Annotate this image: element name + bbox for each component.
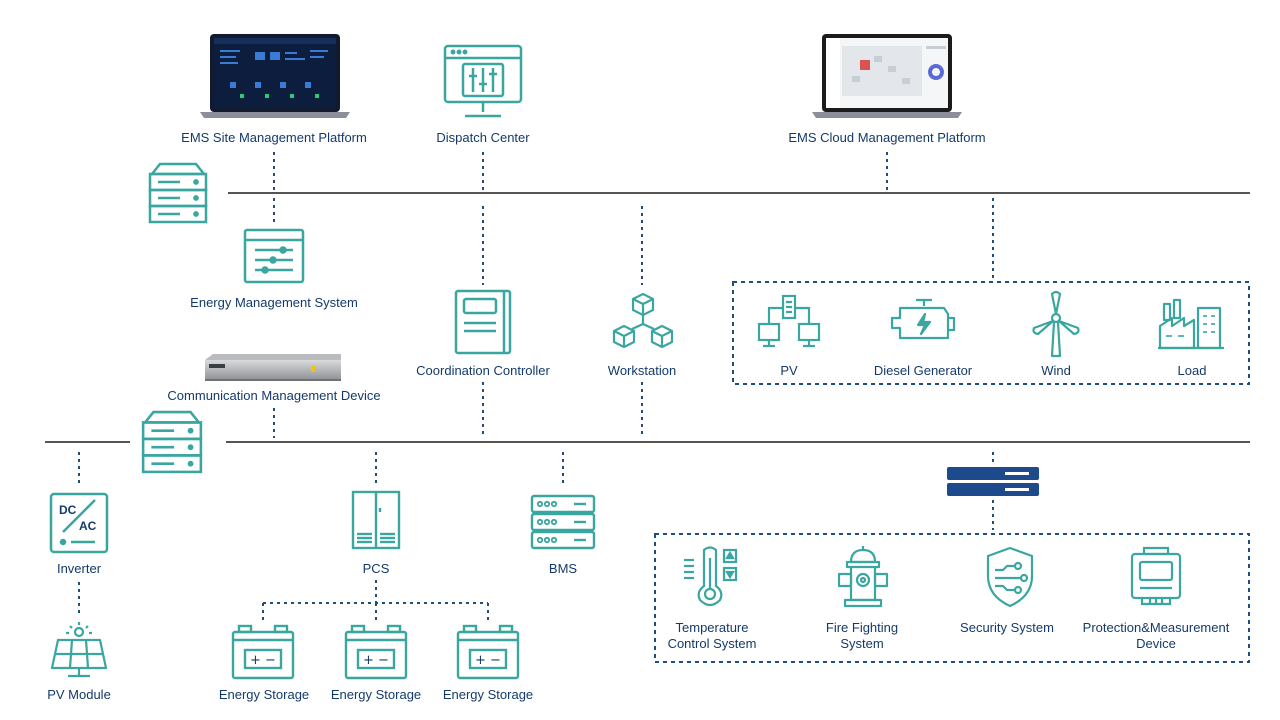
wind-turbine-icon[interactable] — [1028, 290, 1084, 358]
label-load: Load — [1177, 363, 1207, 378]
inverter-icon[interactable]: DC AC — [49, 492, 109, 554]
label-pcs: PCS — [362, 561, 390, 576]
label-energy-storage-3: Energy Storage — [442, 687, 534, 702]
temperature-control-icon[interactable] — [684, 546, 740, 608]
workstation-icon[interactable] — [612, 292, 674, 352]
label-energy-storage-1: Energy Storage — [218, 687, 310, 702]
label-protection-line1: Protection&Measurement — [1082, 620, 1230, 635]
auxiliary-frame — [654, 533, 1250, 663]
label-dispatch-center: Dispatch Center — [436, 130, 530, 145]
label-fire-line2: System — [840, 636, 884, 651]
label-energy-storage-2: Energy Storage — [330, 687, 422, 702]
server-icon — [139, 410, 205, 474]
network-switch-icon — [947, 467, 1039, 497]
pcs-cabinet-icon[interactable] — [351, 490, 401, 550]
label-security-system: Security System — [960, 620, 1054, 635]
server-icon — [146, 162, 210, 224]
label-diesel-generator: Diesel Generator — [873, 363, 973, 378]
label-communication-management-device: Communication Management Device — [167, 388, 381, 403]
security-shield-icon[interactable] — [985, 546, 1035, 608]
battery-sign-text: + − — [475, 653, 501, 668]
label-energy-management-system: Energy Management System — [190, 295, 358, 310]
label-temperature-line1: Temperature — [675, 620, 749, 635]
energy-storage-battery-icon[interactable]: + − — [231, 624, 295, 680]
inverter-dc-text: DC — [59, 503, 77, 517]
label-ems-cloud-platform: EMS Cloud Management Platform — [788, 130, 986, 145]
label-protection-line2: Device — [1136, 636, 1176, 651]
battery-sign-text: + − — [250, 653, 276, 668]
ems-site-laptop[interactable] — [200, 32, 350, 122]
pv-source-icon[interactable] — [755, 294, 823, 352]
protection-measurement-device-icon[interactable] — [1130, 546, 1182, 608]
dispatch-center-icon[interactable] — [443, 44, 523, 120]
label-pv: PV — [780, 363, 798, 378]
load-factory-icon[interactable] — [1158, 296, 1224, 350]
energy-storage-battery-icon[interactable]: + − — [456, 624, 520, 680]
label-ems-site-platform: EMS Site Management Platform — [181, 130, 367, 145]
ems-cloud-laptop[interactable] — [812, 32, 962, 122]
label-wind: Wind — [1041, 363, 1071, 378]
label-temperature-line2: Control System — [667, 636, 757, 651]
label-pv-module: PV Module — [47, 687, 111, 702]
pv-module-icon[interactable] — [48, 622, 110, 678]
diesel-generator-icon[interactable] — [888, 298, 958, 346]
label-workstation: Workstation — [607, 363, 677, 378]
label-coordination-controller: Coordination Controller — [416, 363, 550, 378]
label-fire-line1: Fire Fighting — [825, 620, 899, 635]
bms-icon[interactable] — [530, 494, 596, 550]
energy-storage-battery-icon[interactable]: + − — [344, 624, 408, 680]
communication-management-device-image[interactable] — [203, 354, 343, 382]
energy-management-system-icon[interactable] — [243, 228, 305, 284]
battery-sign-text: + − — [363, 653, 389, 668]
label-inverter: Inverter — [56, 561, 102, 576]
fire-hydrant-icon[interactable] — [835, 546, 891, 608]
coordination-controller-icon[interactable] — [454, 289, 512, 355]
inverter-ac-text: AC — [79, 519, 97, 533]
label-bms: BMS — [548, 561, 578, 576]
sources-frame — [732, 281, 1250, 385]
